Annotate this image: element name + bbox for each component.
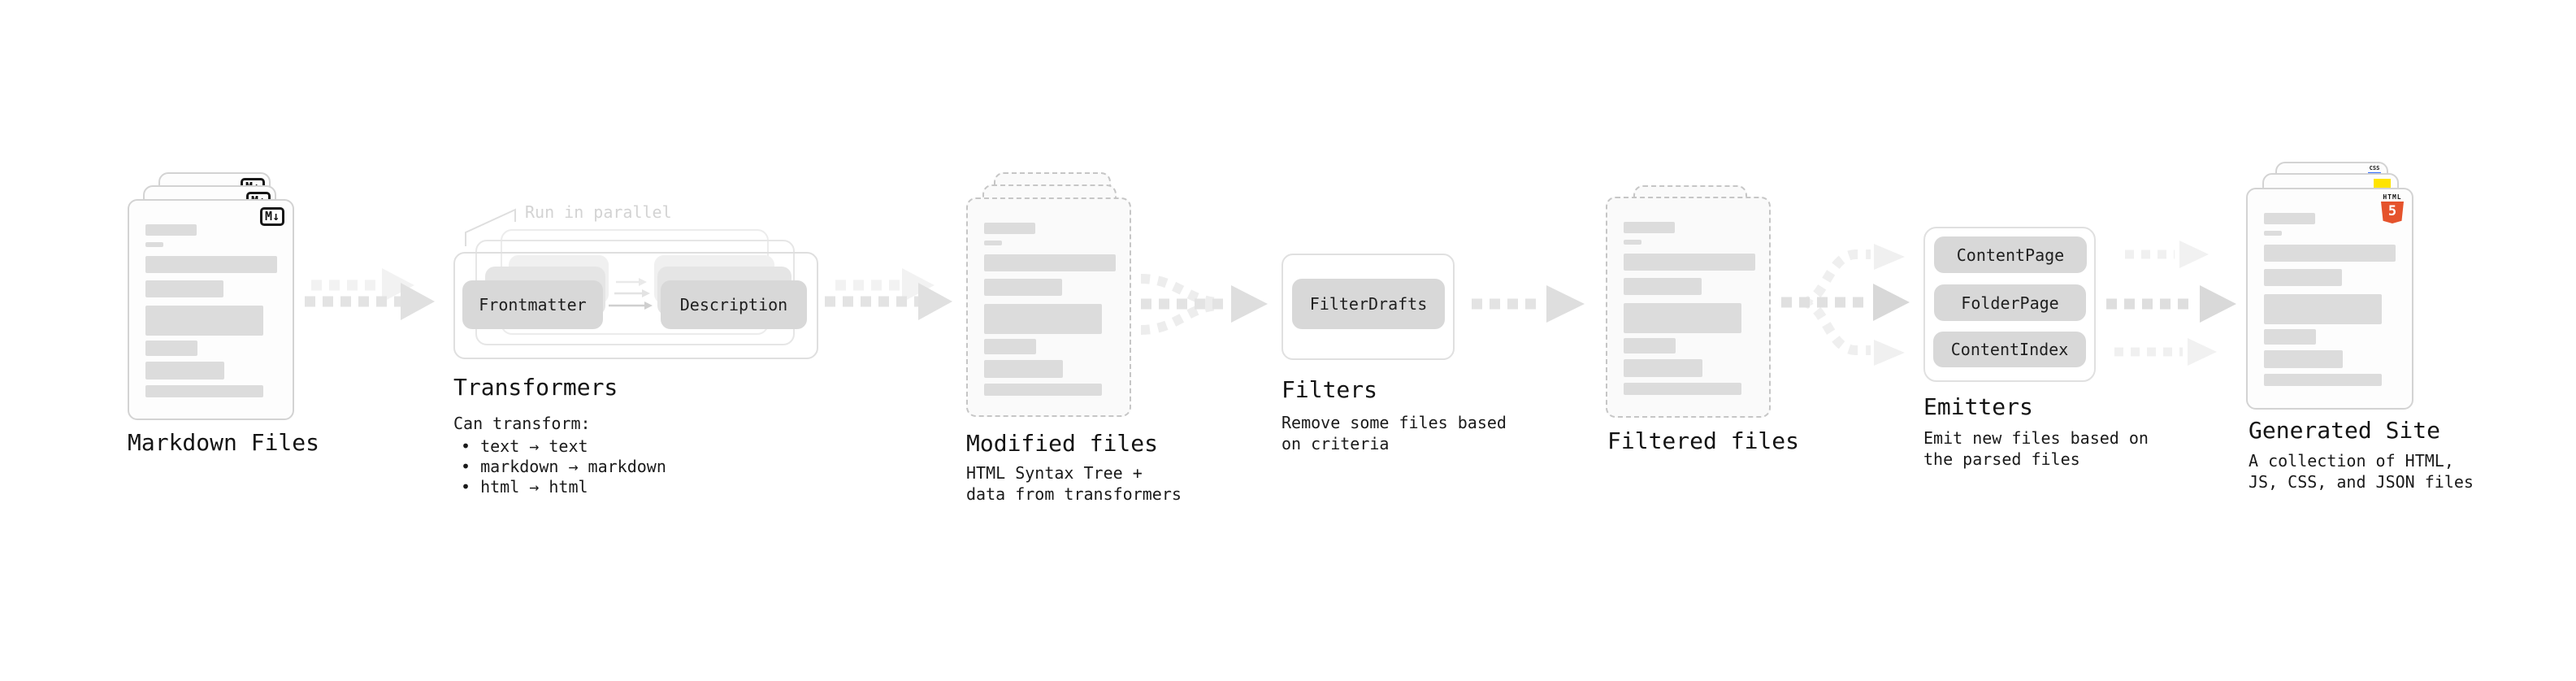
placeholder-line bbox=[984, 384, 1102, 396]
placeholder-line bbox=[2264, 213, 2315, 224]
placeholder-line bbox=[145, 340, 197, 356]
placeholder-line bbox=[2264, 245, 2396, 262]
placeholder-line bbox=[2264, 294, 2382, 324]
placeholder-line bbox=[1624, 254, 1755, 271]
stage-label-transformers: Transformers bbox=[453, 374, 618, 401]
placeholder-line bbox=[145, 256, 277, 273]
bullet-item: markdown → markdown bbox=[461, 457, 666, 477]
arrow-transformers-to-modified bbox=[825, 268, 952, 320]
transformers-bullet-list: text → text markdown → markdown html → h… bbox=[461, 436, 666, 497]
contentpage-emitter-button: ContentPage bbox=[1934, 236, 2087, 273]
arrow-filtered-to-emitters-diverge bbox=[1781, 244, 1910, 366]
placeholder-line bbox=[984, 304, 1102, 334]
placeholder-line bbox=[984, 279, 1062, 296]
markdown-file-card-front: M↓ bbox=[128, 199, 294, 420]
placeholder-line bbox=[2264, 350, 2343, 368]
filters-caption: Remove some files based on criteria bbox=[1281, 412, 1507, 454]
javascript-icon bbox=[2374, 179, 2391, 188]
run-in-parallel-annotation: Run in parallel bbox=[525, 202, 672, 222]
caption-line: HTML Syntax Tree + bbox=[966, 463, 1143, 483]
stage-label-emitters: Emitters bbox=[1923, 393, 2033, 420]
filtered-file-card-front bbox=[1606, 197, 1771, 418]
placeholder-line bbox=[1624, 222, 1675, 233]
transformer-parallel-arrows bbox=[609, 278, 653, 310]
stage-label-modified-files: Modified files bbox=[966, 430, 1159, 457]
arrow-filters-to-filtered bbox=[1472, 285, 1585, 323]
placeholder-line bbox=[1624, 338, 1676, 354]
caption-line: JS, CSS, and JSON files bbox=[2249, 472, 2474, 492]
html5-icon: HTML 5 bbox=[2380, 193, 2405, 223]
placeholder-line bbox=[1624, 383, 1741, 395]
caption-line: Remove some files based bbox=[1281, 413, 1507, 432]
placeholder-line bbox=[2264, 374, 2382, 386]
transformers-caption-title: Can transform: bbox=[453, 414, 591, 433]
markdown-icon: M↓ bbox=[259, 207, 284, 226]
placeholder-line bbox=[145, 362, 224, 380]
transformer-box-front bbox=[453, 252, 818, 359]
arrow-markdown-to-transformers bbox=[305, 268, 435, 320]
placeholder-line bbox=[145, 385, 263, 397]
placeholder-line bbox=[984, 339, 1036, 354]
description-transformer-button: Description bbox=[661, 280, 807, 329]
caption-line: data from transformers bbox=[966, 484, 1182, 504]
caption-line: Emit new files based on bbox=[1923, 428, 2149, 448]
modified-file-card-front bbox=[966, 197, 1131, 417]
placeholder-line bbox=[984, 360, 1063, 378]
placeholder-line bbox=[984, 254, 1116, 271]
contentindex-emitter-button: ContentIndex bbox=[1933, 332, 2086, 367]
placeholder-line bbox=[145, 306, 263, 336]
placeholder-line bbox=[2264, 231, 2282, 236]
bullet-item: html → html bbox=[461, 477, 666, 497]
placeholder-line bbox=[145, 242, 163, 247]
placeholder-line bbox=[1624, 240, 1641, 245]
run-in-parallel-leader-line bbox=[465, 208, 516, 246]
folderpage-emitter-button: FolderPage bbox=[1934, 284, 2086, 321]
stage-label-markdown-files: Markdown Files bbox=[128, 429, 320, 456]
modified-files-caption: HTML Syntax Tree + data from transformer… bbox=[966, 462, 1182, 505]
stage-label-generated-site: Generated Site bbox=[2249, 417, 2441, 444]
filterdrafts-filter-button: FilterDrafts bbox=[1292, 279, 1445, 329]
placeholder-line bbox=[2264, 329, 2316, 345]
placeholder-line bbox=[1624, 303, 1741, 333]
bullet-item: text → text bbox=[461, 436, 666, 457]
caption-line: on criteria bbox=[1281, 434, 1390, 453]
placeholder-line bbox=[1624, 359, 1702, 377]
stage-label-filters: Filters bbox=[1281, 376, 1378, 403]
placeholder-line bbox=[984, 223, 1035, 234]
arrow-emitters-to-generated bbox=[2106, 241, 2236, 366]
generated-site-caption: A collection of HTML, JS, CSS, and JSON … bbox=[2249, 450, 2474, 492]
frontmatter-transformer-button: Frontmatter bbox=[462, 280, 603, 329]
placeholder-line bbox=[145, 224, 197, 236]
generated-file-card-html: HTML 5 bbox=[2246, 188, 2413, 410]
placeholder-line bbox=[145, 280, 223, 297]
placeholder-line bbox=[984, 241, 1002, 245]
caption-line: the parsed files bbox=[1923, 449, 2080, 469]
placeholder-line bbox=[2264, 269, 2342, 286]
placeholder-line bbox=[1624, 278, 1702, 295]
emitters-caption: Emit new files based on the parsed files bbox=[1923, 427, 2149, 470]
stage-label-filtered-files: Filtered files bbox=[1607, 427, 1800, 454]
arrow-modified-to-filters-converge bbox=[1140, 274, 1268, 335]
caption-line: A collection of HTML, bbox=[2249, 451, 2454, 471]
